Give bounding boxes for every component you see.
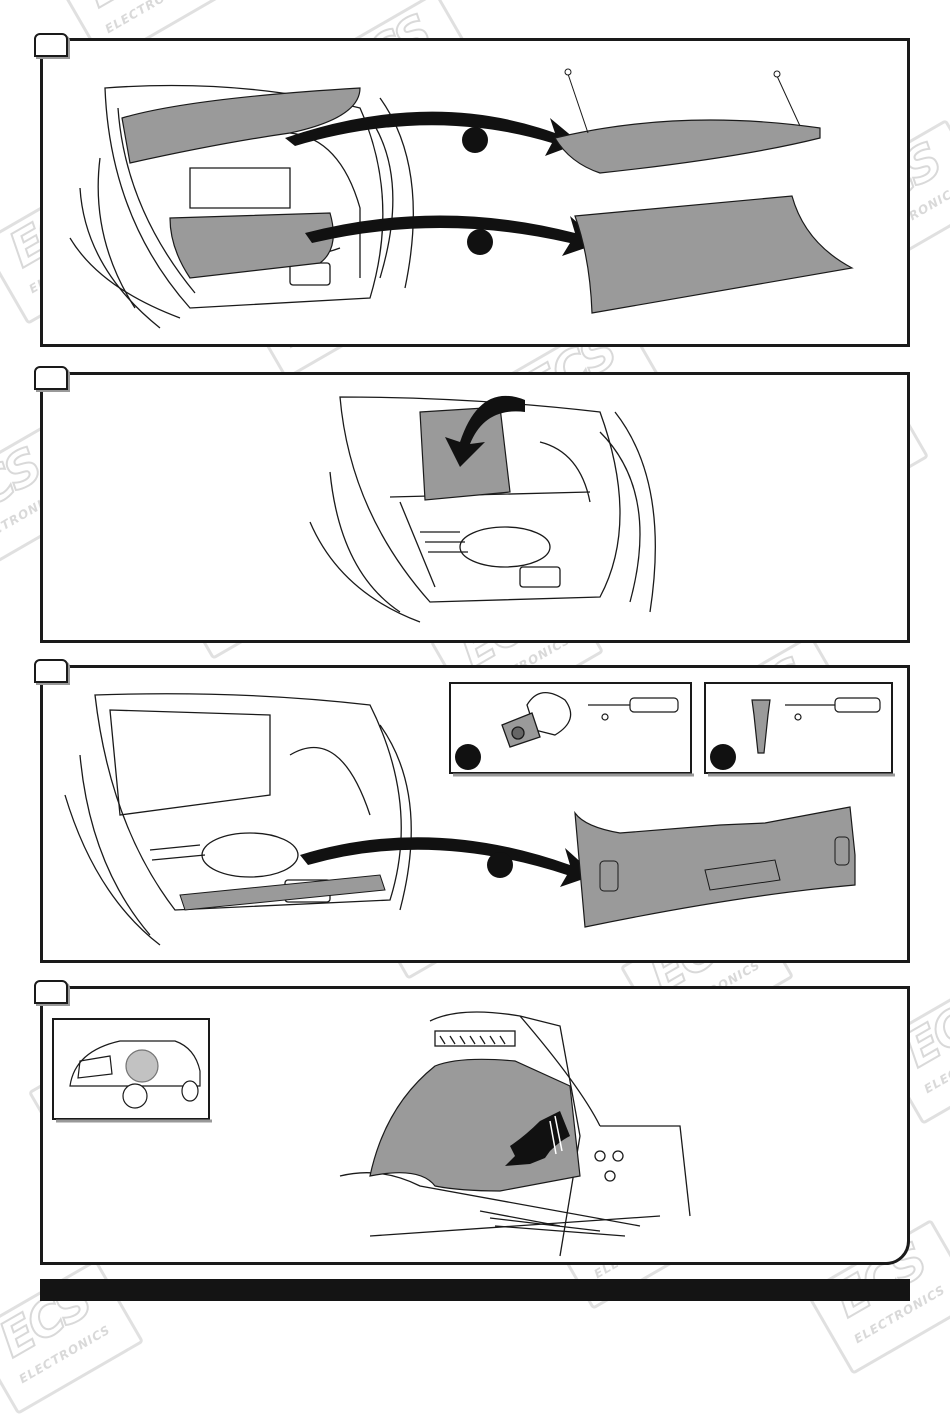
step-marker-e [710, 744, 736, 770]
floor-mat [574, 195, 854, 314]
step-3-tab [34, 659, 68, 683]
step-2-tab [34, 366, 68, 390]
arrow-sill-trim [300, 837, 595, 887]
parcel-shelf [554, 119, 821, 174]
screwdriver-icon [588, 697, 679, 721]
car-trunk-seat-folding [309, 396, 656, 623]
watermark-subtitle: ELECTRONICS [102, 0, 199, 37]
watermark-brand: ECS [61, 0, 202, 27]
step-3-illustration [64, 682, 895, 946]
footer-bar [40, 1279, 910, 1301]
step-4-illustration [52, 1011, 691, 1257]
watermark-subtitle: ELECTRONICS [921, 1032, 950, 1097]
screwdriver-icon [785, 697, 881, 721]
step-4-tab [34, 980, 68, 1004]
watermark-subtitle: ELECTRONICS [16, 1322, 113, 1387]
arrow-mat [305, 215, 600, 256]
parcel-shelf-in-car [121, 87, 361, 164]
detail-luggage-hook [449, 682, 692, 774]
step-marker-b [467, 229, 493, 255]
step-1-illustration [69, 68, 854, 329]
arrow-side-trim [505, 1111, 570, 1166]
step-marker-c [487, 852, 513, 878]
step-2-illustration [309, 395, 656, 623]
arrow-shelf [285, 111, 580, 156]
car-rear-view [69, 1040, 201, 1109]
sill-trim [574, 806, 856, 928]
step-marker-a [462, 127, 488, 153]
step-marker-d [455, 744, 481, 770]
fold-arrow [445, 395, 525, 467]
step-1-tab [34, 33, 68, 57]
detail-plastic-clip [704, 682, 893, 774]
car-trunk-empty [64, 693, 412, 946]
plastic-clip [751, 699, 771, 754]
luggage-hook [501, 692, 572, 748]
sill-trim-in-car [179, 874, 386, 911]
